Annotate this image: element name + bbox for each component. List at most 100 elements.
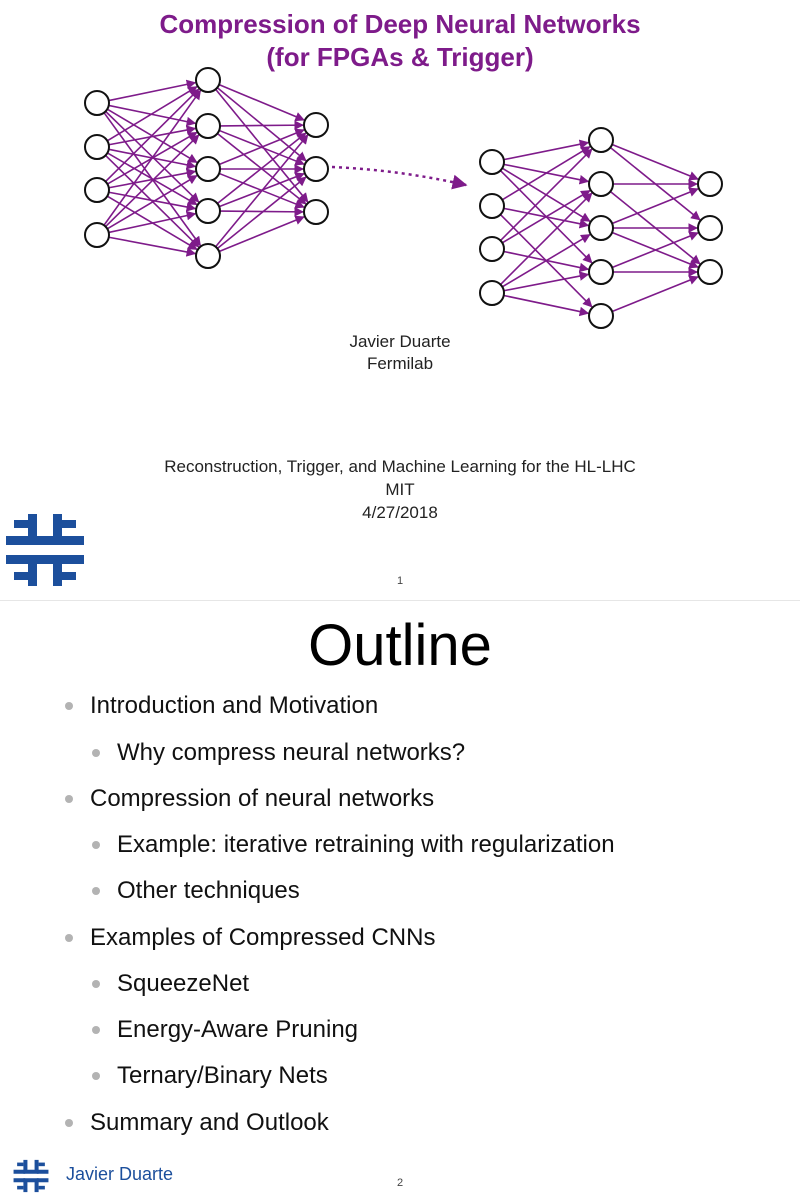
bullet-dot <box>65 702 73 710</box>
slide-title-line2: (for FPGAs & Trigger) <box>266 42 534 72</box>
network-node <box>195 67 221 93</box>
venue-location: MIT <box>385 480 415 499</box>
bullet-dot <box>92 1072 100 1080</box>
network-edge <box>108 210 197 234</box>
network-edge <box>218 128 305 166</box>
pruned-network-edge <box>503 139 590 161</box>
author-block: Javier Duarte Fermilab <box>0 331 800 375</box>
network-edge <box>105 134 200 228</box>
pruned-network-edge <box>611 187 699 225</box>
network-edge <box>108 168 197 189</box>
network-node <box>195 156 221 182</box>
network-node <box>479 236 505 262</box>
network-node <box>479 280 505 306</box>
network-edge <box>215 134 309 248</box>
pruned-network-edge <box>611 143 699 181</box>
network-edge <box>216 132 307 205</box>
network-node <box>697 171 723 197</box>
network-edge <box>108 236 197 257</box>
outline-item: Compression of neural networks <box>65 784 434 814</box>
network-node <box>479 149 505 175</box>
network-node <box>588 171 614 197</box>
compression-arrow <box>331 165 468 190</box>
network-node <box>588 215 614 241</box>
network-node <box>84 222 110 248</box>
network-node <box>697 259 723 285</box>
slide-title: Compression of Deep Neural Networks (for… <box>0 8 800 74</box>
bullet-dot <box>92 841 100 849</box>
outline-item: Energy-Aware Pruning <box>92 1015 358 1045</box>
bullet-dot <box>92 980 100 988</box>
pruned-network-edge <box>499 192 593 286</box>
bullet-dot <box>92 887 100 895</box>
outline-item: Examples of Compressed CNNs <box>65 923 435 953</box>
network-node <box>588 303 614 329</box>
outline-slide: Outline Introduction and Motivation Why … <box>0 600 800 1201</box>
network-edges-compressed <box>499 139 701 317</box>
network-node <box>84 177 110 203</box>
page-number: 2 <box>396 1177 404 1189</box>
pruned-network-edge <box>611 231 699 269</box>
page-number: 1 <box>396 575 404 587</box>
network-edge <box>106 86 198 142</box>
network-node <box>303 156 329 182</box>
pruned-network-edge <box>501 146 591 201</box>
network-edges-original <box>103 79 309 257</box>
network-edge <box>218 83 305 122</box>
network-nodes <box>84 67 723 329</box>
pruned-network-edge <box>503 294 590 317</box>
fermilab-logo-icon <box>6 514 84 586</box>
network-node <box>588 259 614 285</box>
network-node <box>303 199 329 225</box>
network-node <box>195 198 221 224</box>
network-node <box>588 127 614 153</box>
network-node <box>303 112 329 138</box>
network-edge <box>106 152 198 206</box>
footer-author: Javier Duarte <box>66 1164 174 1184</box>
pruned-network-edge <box>499 148 593 242</box>
outline-title: Outline <box>308 613 492 678</box>
network-node <box>84 90 110 116</box>
network-node <box>195 243 221 269</box>
bullet-dot <box>92 1026 100 1034</box>
network-node <box>697 215 723 241</box>
venue-date: 4/27/2018 <box>362 503 438 522</box>
network-node <box>479 193 505 219</box>
network-edge <box>216 87 307 162</box>
fermilab-logo-icon <box>13 1159 49 1193</box>
outline-item: Summary and Outlook <box>65 1108 329 1138</box>
network-node <box>84 134 110 160</box>
pruned-network-edge <box>501 189 591 244</box>
network-edge <box>214 88 309 203</box>
outline-item: Ternary/Binary Nets <box>92 1061 328 1091</box>
author-affiliation: Fermilab <box>366 354 434 373</box>
title-slide: Compression of Deep Neural Networks (for… <box>0 0 800 600</box>
pruned-network-edge <box>501 233 591 288</box>
network-edge <box>108 191 197 212</box>
network-node <box>195 113 221 139</box>
pruned-network-edge <box>611 275 699 313</box>
bullet-dot <box>65 795 73 803</box>
venue-name: Reconstruction, Trigger, and Machine Lea… <box>164 457 636 476</box>
neural-network-diagram <box>84 67 723 329</box>
network-edge <box>218 215 305 253</box>
network-edge <box>103 89 202 226</box>
outline-item: Other techniques <box>92 876 300 906</box>
venue-block: Reconstruction, Trigger, and Machine Lea… <box>0 455 800 524</box>
outline-item: SqueezeNet <box>92 969 249 999</box>
outline-item: Example: iterative retraining with regul… <box>92 830 615 860</box>
network-edge <box>219 120 304 131</box>
pruned-network-edge <box>503 271 590 292</box>
bullet-dot <box>65 1119 73 1127</box>
author-name: Javier Duarte <box>349 332 451 351</box>
network-edge <box>108 79 197 102</box>
network-edge <box>104 88 200 183</box>
network-edge <box>219 206 304 217</box>
outline-item: Introduction and Motivation <box>65 691 378 721</box>
network-edge <box>216 176 307 250</box>
bullet-dot <box>65 934 73 942</box>
bullet-dot <box>92 749 100 757</box>
slide-title-line1: Compression of Deep Neural Networks <box>159 9 641 39</box>
network-edge <box>106 174 198 230</box>
outline-item: Why compress neural networks? <box>92 738 465 768</box>
